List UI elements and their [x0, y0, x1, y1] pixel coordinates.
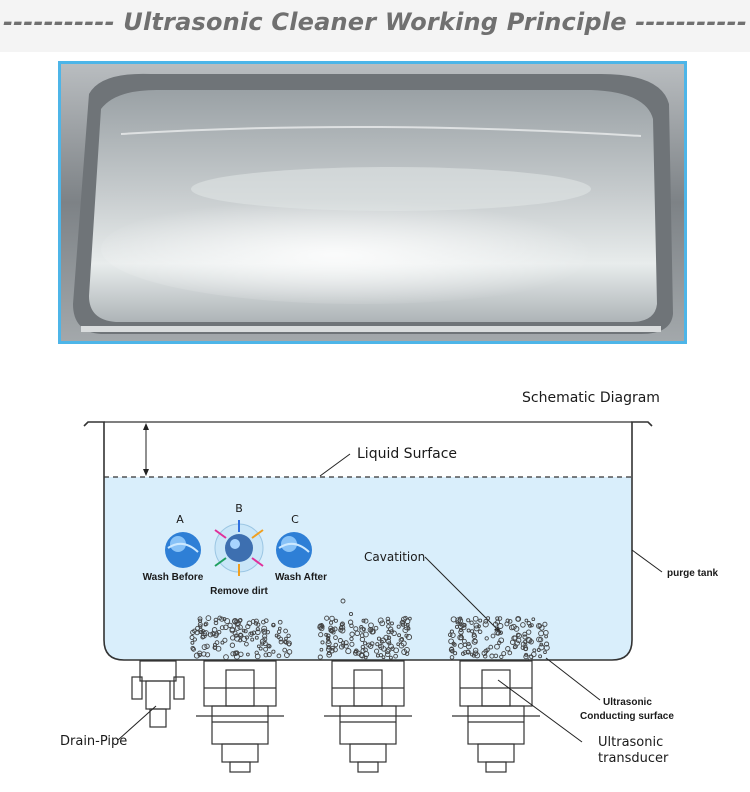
- tank-photo: [58, 61, 687, 344]
- wash-after-particle: [276, 532, 312, 568]
- transducer-label-2: transducer: [598, 751, 669, 766]
- schematic-heading: Schematic Diagram: [522, 390, 660, 406]
- drain-pipe: [131, 660, 185, 728]
- title-bar: ----------- Ultrasonic Cleaner Working P…: [0, 0, 750, 52]
- remove-dirt-label: Remove dirt: [210, 586, 268, 597]
- wash-before-label: Wash Before: [143, 572, 204, 583]
- transducer-2: [324, 660, 412, 773]
- wash-after-label: Wash After: [275, 572, 327, 583]
- transducer-1: [196, 660, 284, 773]
- letter-b: B: [235, 502, 243, 515]
- purge-tank-outline: [83, 421, 653, 661]
- transducer-label-1: Ultrasonic: [598, 735, 663, 750]
- purge-tank-label: purge tank: [667, 568, 719, 579]
- conducting-surface-label-2: Conducting surface: [580, 711, 674, 722]
- page-title: ----------- Ultrasonic Cleaner Working P…: [2, 8, 748, 36]
- wash-before-particle: [165, 532, 201, 568]
- conducting-surface-label-1: Ultrasonic: [603, 697, 652, 708]
- remove-dirt-particle: [214, 520, 264, 576]
- drain-pipe-label: Drain-Pipe: [60, 734, 127, 749]
- letter-c: C: [291, 513, 299, 526]
- transducer-3: [452, 660, 540, 773]
- cavitation-label: Cavatition: [364, 550, 425, 564]
- liquid-surface-label: Liquid Surface: [357, 446, 457, 462]
- cavitation-bubbles: [189, 615, 550, 661]
- schematic-diagram: Schematic Diagram Liquid Surface purge t…: [0, 370, 750, 792]
- letter-a: A: [176, 513, 184, 526]
- liquid: [104, 477, 632, 660]
